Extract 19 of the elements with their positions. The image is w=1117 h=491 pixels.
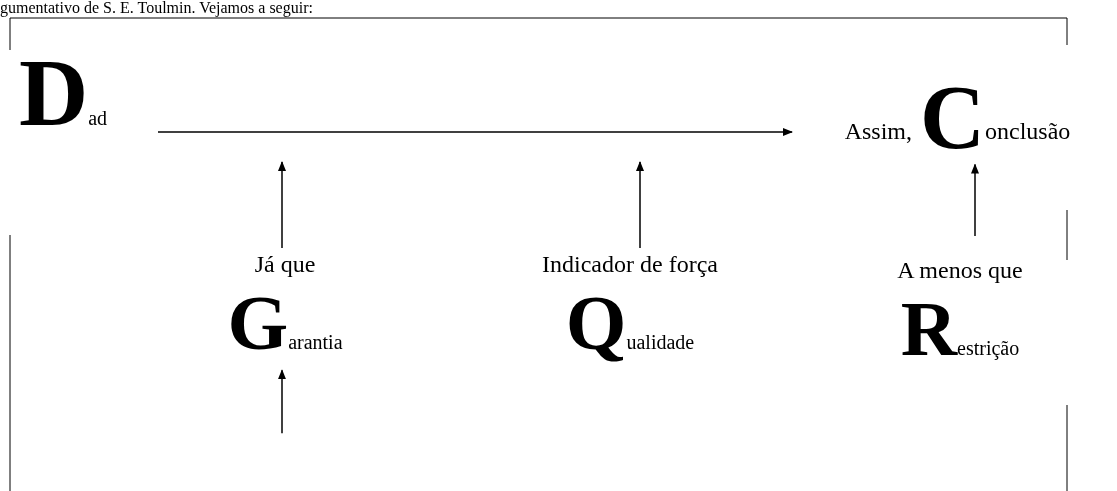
arrow [636, 161, 644, 249]
word-ending: onclusão [985, 118, 1071, 143]
word-ending: ualidade [626, 332, 695, 353]
arrow [971, 163, 979, 237]
initial-letter: R [900, 294, 958, 365]
arrow [157, 128, 793, 136]
initial-letter: C [920, 80, 985, 157]
connective-phrase: A menos que [897, 258, 1023, 282]
initial-letter: G [227, 288, 289, 359]
word-ending: ad [88, 107, 108, 128]
connective-word: Assim, [844, 118, 912, 143]
arrow [278, 161, 286, 249]
text-line: gumentativo de S. E. Toulmin. Vejamos a seguir: [0, 0, 313, 16]
connective-phrase: Indicador de força [542, 252, 718, 276]
word-ending: arantia [288, 332, 343, 353]
word-ending: estrição [957, 338, 1020, 359]
connective-phrase: Já que [254, 252, 316, 276]
arrow [278, 369, 286, 434]
initial-letter: D [18, 52, 89, 134]
